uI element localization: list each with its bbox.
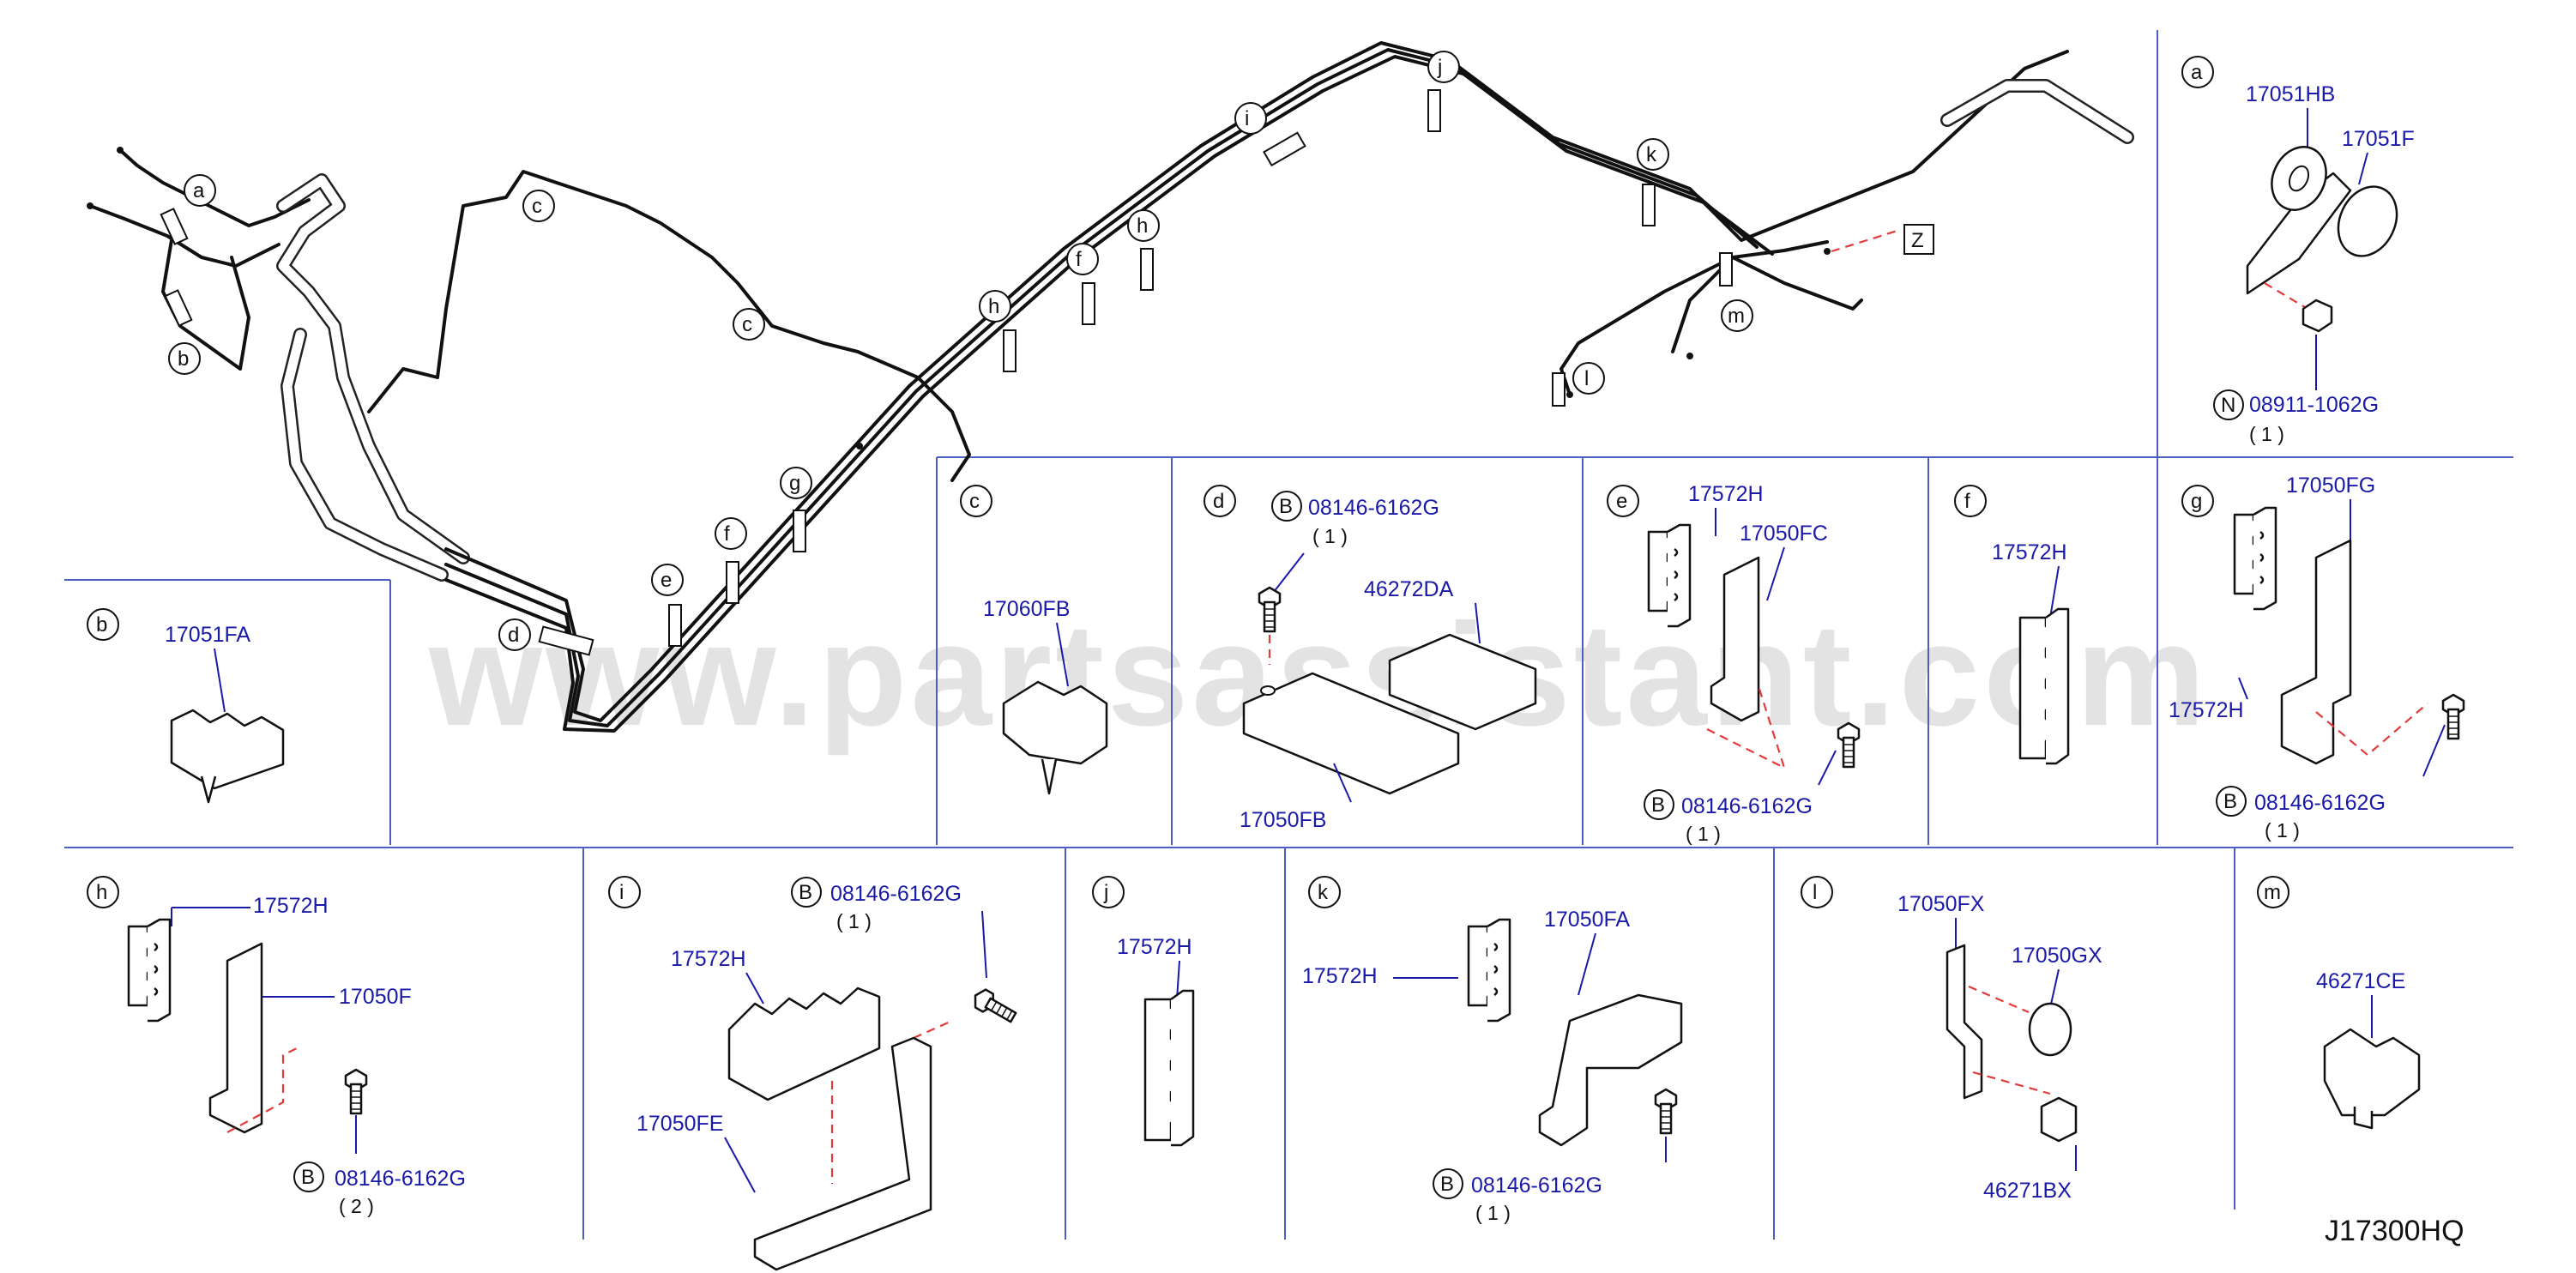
panel-a-letter: a — [2191, 61, 2203, 84]
panel-d-letter: d — [1213, 490, 1224, 513]
panel-i-prefix: B — [799, 881, 812, 904]
panel-j-letter: j — [1103, 881, 1108, 904]
panel-b-letter: b — [96, 613, 107, 636]
part-17572H-f[interactable]: 17572H — [1992, 540, 2067, 564]
callout-j: j — [1437, 56, 1442, 79]
part-17050GX[interactable]: 17050GX — [2012, 944, 2102, 968]
part-08911-1062G[interactable]: 08911-1062G — [2249, 393, 2379, 417]
panel-l-letter: l — [1813, 881, 1817, 904]
part-08146-6162G-h[interactable]: 08146-6162G — [335, 1167, 466, 1191]
part-17572H-e[interactable]: 17572H — [1688, 482, 1764, 506]
panel-d-prefix: B — [1279, 495, 1293, 518]
part-17051HB[interactable]: 17051HB — [2246, 82, 2335, 106]
panel-j: j 17572H — [1092, 876, 1195, 1147]
panel-i: i B 08146-6162G ( 1 ) 17572H 17050FE — [608, 876, 1020, 1271]
panel-f-letter: f — [1964, 490, 1970, 513]
panel-a-prefix: N — [2221, 394, 2235, 417]
panel-k-qty: ( 1 ) — [1475, 1202, 1511, 1224]
panel-g-prefix: B — [2223, 790, 2237, 813]
panel-d: d B 08146-6162G ( 1 ) 46272DA 17050FB — [1204, 485, 1537, 832]
part-17572H-g[interactable]: 17572H — [2169, 698, 2244, 722]
panel-k: k 17050FA 17572H B 08146-6162G ( 1 ) — [1302, 876, 1683, 1224]
callout-d: d — [508, 624, 519, 647]
panel-k-letter: k — [1318, 881, 1329, 904]
panel-c: c 17060FB — [960, 485, 1108, 795]
callout-f-upper: f — [1076, 248, 1082, 271]
part-08146-6162G-i[interactable]: 08146-6162G — [830, 882, 962, 906]
part-17050FG[interactable]: 17050FG — [2286, 474, 2375, 498]
part-17050FA[interactable]: 17050FA — [1544, 908, 1630, 932]
callout-e: e — [661, 569, 672, 592]
part-17050FX[interactable]: 17050FX — [1897, 892, 1985, 916]
part-17051F[interactable]: 17051F — [2342, 127, 2415, 151]
part-46272DA[interactable]: 46272DA — [1364, 577, 1454, 601]
part-08146-6162G-d[interactable]: 08146-6162G — [1308, 496, 1439, 520]
panel-h: h 17572H 17050F B 08146-6162G ( 2 ) — [87, 876, 466, 1217]
panel-a: a 17051HB 17051F N 08911-1062G ( 1 ) — [2181, 56, 2415, 445]
part-46271BX[interactable]: 46271BX — [1983, 1179, 2072, 1203]
panel-l: l 17050FX 17050GX 46271BX — [1801, 876, 2102, 1203]
main-callouts: a b c c d e f g h f h i j k m l — [168, 51, 1753, 651]
panel-e-prefix: B — [1651, 793, 1665, 817]
part-17051FA[interactable]: 17051FA — [165, 623, 250, 647]
panel-g-qty: ( 1 ) — [2265, 819, 2300, 842]
part-17050FB[interactable]: 17050FB — [1240, 808, 1326, 832]
panel-f: f 17572H — [1954, 485, 2070, 765]
part-17050FC[interactable]: 17050FC — [1740, 522, 1828, 546]
panel-a-qty: ( 1 ) — [2249, 423, 2284, 445]
part-17572H-h[interactable]: 17572H — [253, 894, 329, 918]
panel-m-letter: m — [2264, 881, 2281, 904]
panel-i-qty: ( 1 ) — [836, 910, 872, 932]
callout-h-lower: h — [988, 295, 999, 318]
part-17572H-j[interactable]: 17572H — [1117, 935, 1192, 959]
part-17572H-k[interactable]: 17572H — [1302, 964, 1378, 988]
part-08146-6162G-g[interactable]: 08146-6162G — [2254, 791, 2386, 815]
panel-dividers — [64, 30, 2513, 1240]
panel-e: e 17572H 17050FC B 08146-6162G ( 1 ) — [1607, 482, 1861, 845]
panel-m: m 46271CE — [2257, 876, 2421, 1130]
diagram-code: J17300HQ — [2325, 1215, 2464, 1247]
panel-h-qty: ( 2 ) — [339, 1195, 374, 1217]
panel-h-prefix: B — [301, 1166, 315, 1189]
panel-e-letter: e — [1616, 490, 1627, 513]
part-17050F[interactable]: 17050F — [339, 985, 412, 1009]
callout-b: b — [178, 347, 189, 371]
callout-k: k — [1646, 143, 1657, 166]
part-17060FB[interactable]: 17060FB — [983, 597, 1070, 621]
panel-c-letter: c — [969, 490, 980, 513]
z-reference-label: Z — [1911, 229, 1924, 252]
part-46271CE[interactable]: 46271CE — [2316, 969, 2405, 993]
callout-g: g — [789, 472, 800, 495]
panel-g-letter: g — [2191, 490, 2202, 513]
part-08146-6162G-e[interactable]: 08146-6162G — [1681, 794, 1813, 818]
panel-h-letter: h — [96, 881, 107, 904]
part-17572H-i[interactable]: 17572H — [671, 947, 746, 971]
panel-k-prefix: B — [1440, 1173, 1454, 1196]
panel-b: b 17051FA — [87, 608, 285, 804]
callout-h-upper: h — [1137, 214, 1148, 238]
callout-m: m — [1728, 305, 1745, 328]
panel-d-qty: ( 1 ) — [1312, 525, 1348, 547]
callout-a: a — [193, 179, 205, 202]
callout-i: i — [1245, 107, 1249, 130]
callout-c-lower: c — [742, 313, 752, 336]
part-08146-6162G-k[interactable]: 08146-6162G — [1471, 1173, 1602, 1198]
callout-f-lower: f — [724, 522, 730, 546]
part-17050FE[interactable]: 17050FE — [636, 1112, 723, 1136]
panel-g: g 17050FG 17572H B 08146-6162G ( 1 ) — [2169, 474, 2465, 842]
callout-c-upper: c — [532, 195, 542, 218]
panel-e-qty: ( 1 ) — [1686, 823, 1721, 845]
callout-l: l — [1584, 367, 1589, 390]
panel-i-letter: i — [619, 881, 624, 904]
